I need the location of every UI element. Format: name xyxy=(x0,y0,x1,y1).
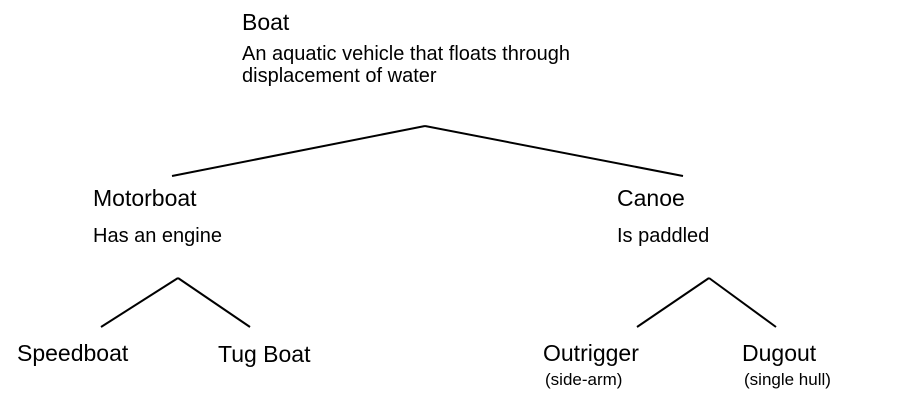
root-name: Boat xyxy=(242,9,290,35)
dugout-note: (single hull) xyxy=(744,370,831,389)
motorboat-description: Has an engine xyxy=(93,225,222,247)
speedboat-name: Speedboat xyxy=(17,340,129,366)
root-to-canoe-line xyxy=(424,125,684,177)
motorboat-to-tugboat-line xyxy=(177,277,251,328)
dugout-name: Dugout xyxy=(742,340,817,366)
tugboat-name: Tug Boat xyxy=(218,341,311,367)
canoe-to-dugout-line xyxy=(708,277,777,328)
root-to-motorboat-line xyxy=(171,125,426,177)
motorboat-node: Motorboat Has an engine xyxy=(93,185,222,247)
root-node: Boat An aquatic vehicle that floats thro… xyxy=(242,9,570,87)
outrigger-note: (side-arm) xyxy=(545,370,623,389)
dugout-node: Dugout (single hull) xyxy=(742,340,831,390)
speedboat-node: Speedboat xyxy=(17,340,128,366)
outrigger-name: Outrigger xyxy=(543,340,639,366)
canoe-description: Is paddled xyxy=(617,225,710,247)
motorboat-name: Motorboat xyxy=(93,185,197,211)
canoe-name: Canoe xyxy=(617,185,685,211)
root-description-line-2: displacement of water xyxy=(242,65,437,87)
tugboat-node: Tug Boat xyxy=(218,341,310,367)
canoe-node: Canoe Is paddled xyxy=(617,185,709,247)
motorboat-to-speedboat-line xyxy=(100,277,179,328)
root-description-line-1: An aquatic vehicle that floats through xyxy=(242,43,570,65)
outrigger-node: Outrigger (side-arm) xyxy=(543,340,639,390)
canoe-to-outrigger-line xyxy=(636,277,710,328)
